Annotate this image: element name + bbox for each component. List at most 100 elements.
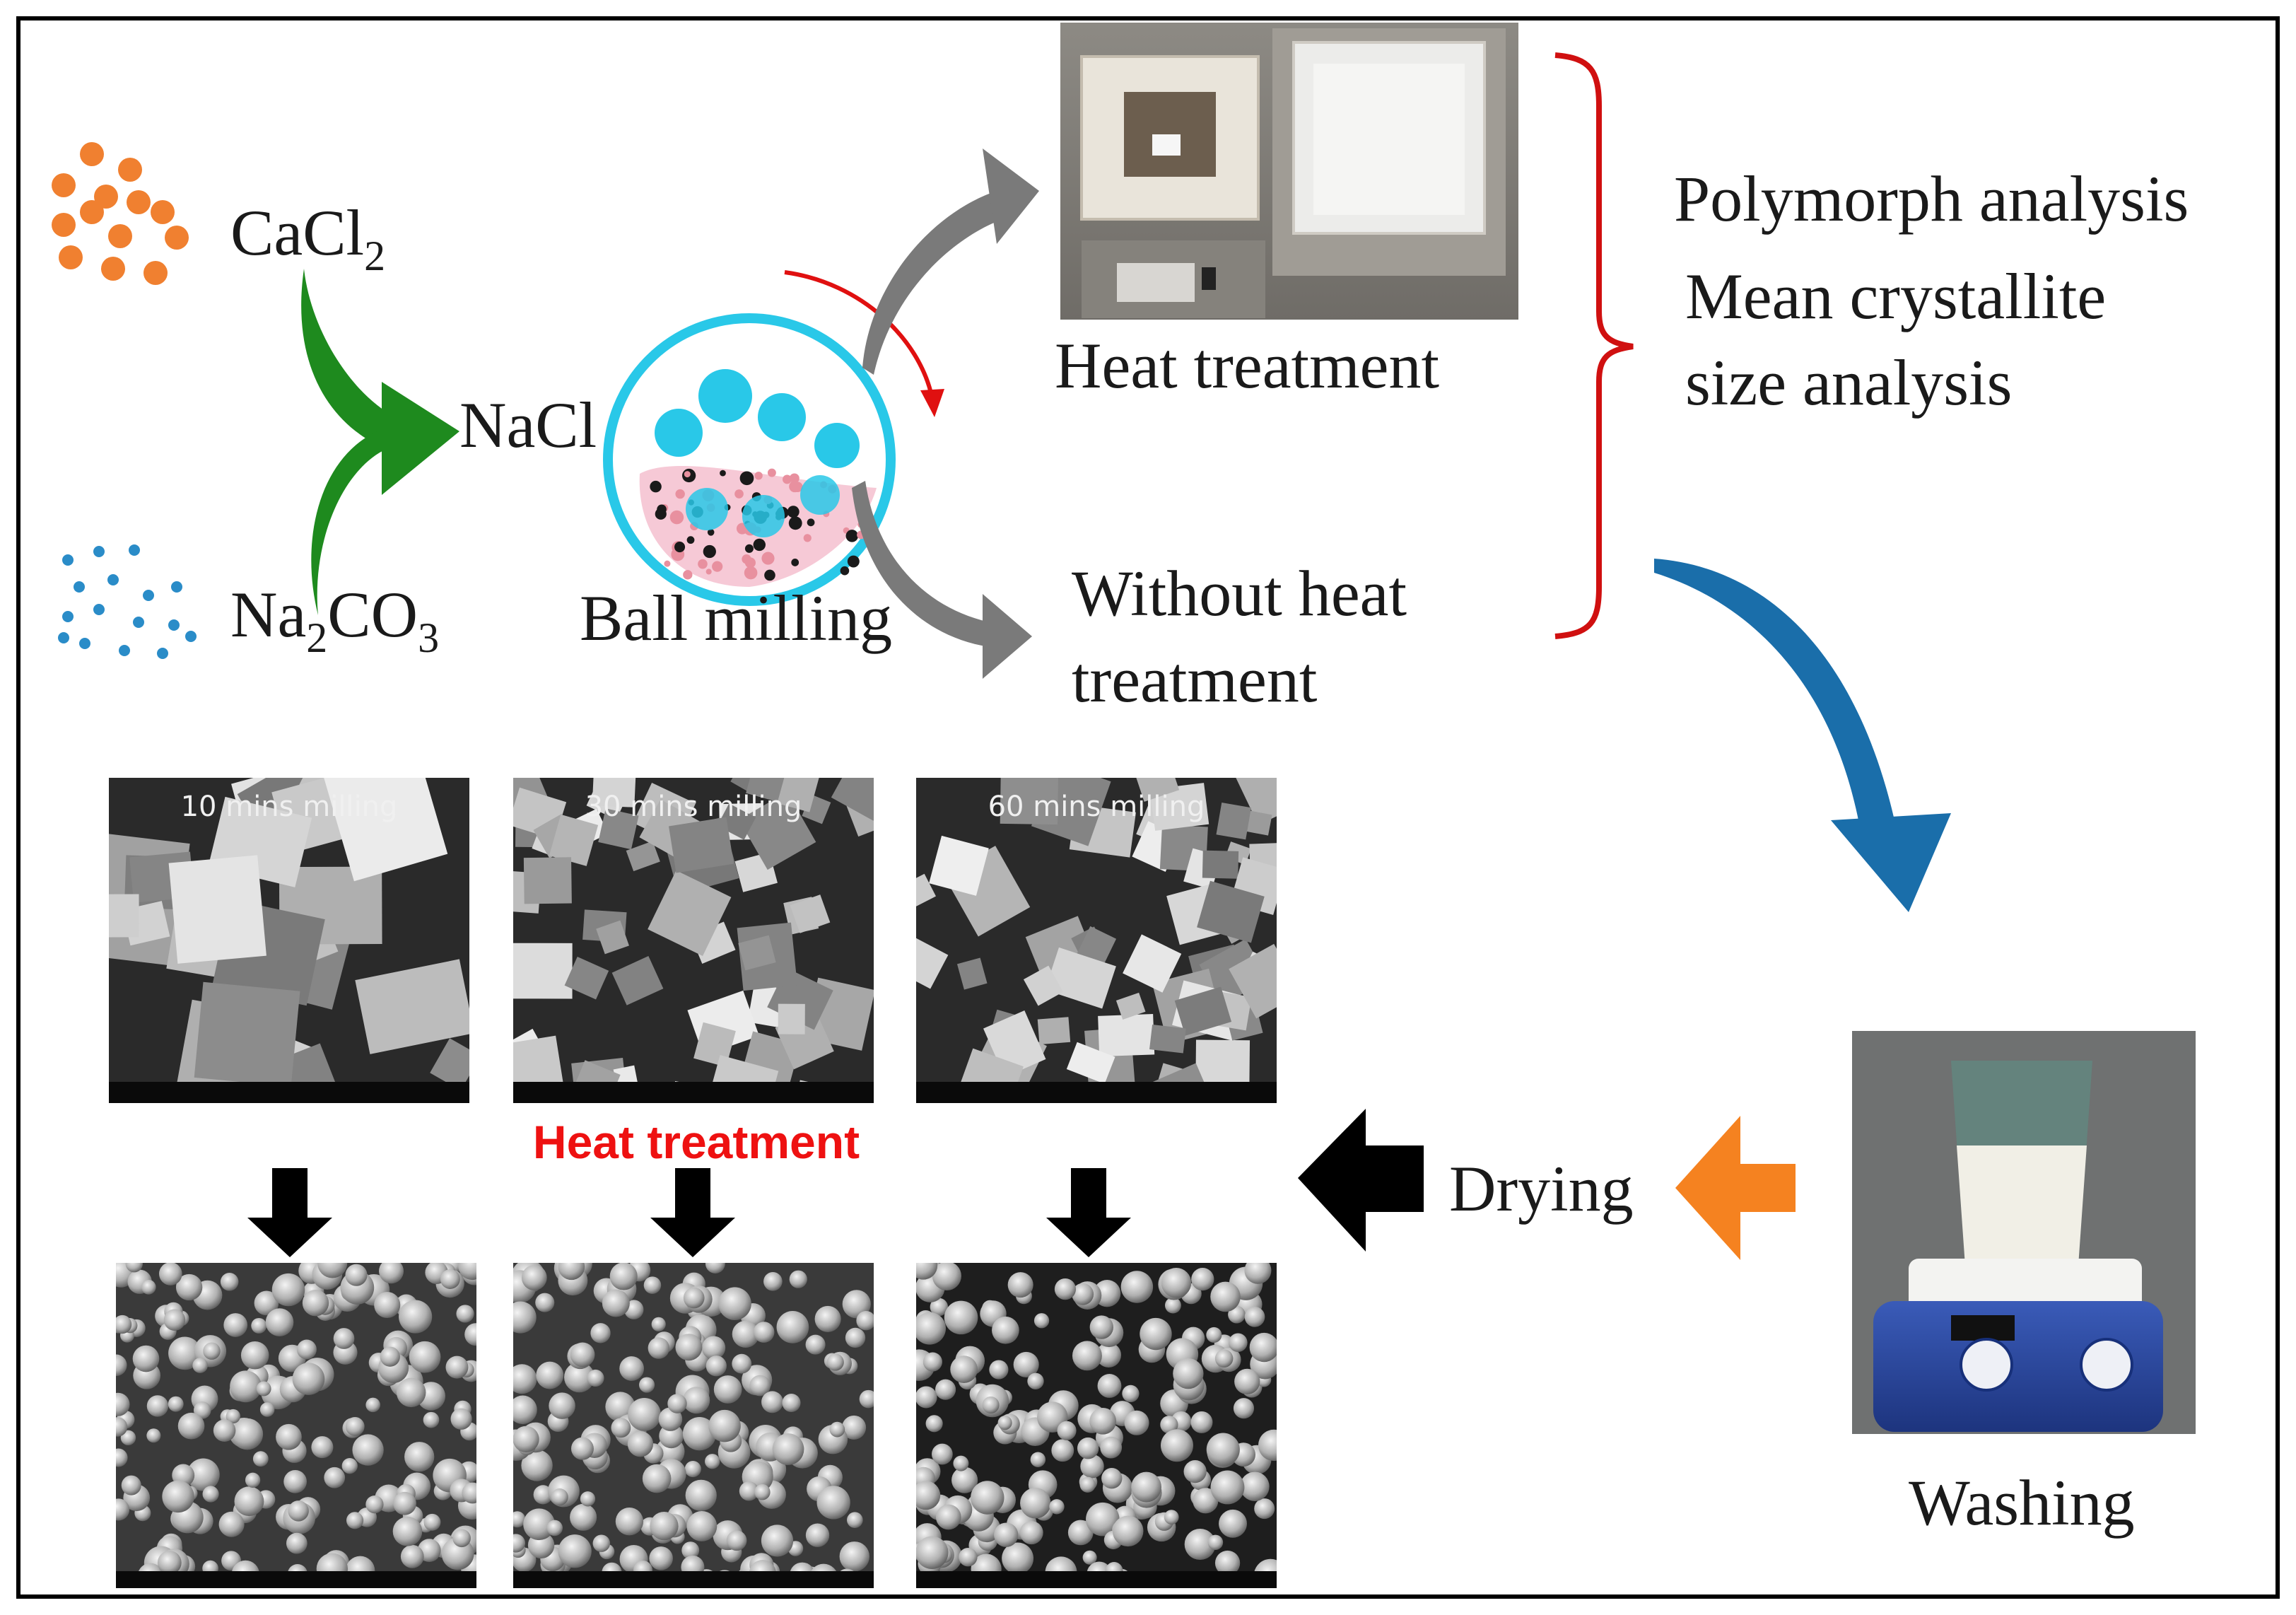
- sem-particle: [1122, 1384, 1140, 1403]
- mill-speck: [764, 569, 775, 581]
- sem-particle: [580, 1491, 596, 1507]
- mill-speck: [712, 561, 723, 572]
- sem-particle: [1206, 1327, 1222, 1343]
- sem-particle: [302, 1290, 329, 1317]
- sem-crystal: [1216, 803, 1251, 840]
- sem-particle: [959, 1547, 978, 1567]
- mill-speck: [675, 489, 685, 499]
- red-bracket: [1554, 52, 1634, 639]
- sem-particle: [1097, 1374, 1122, 1398]
- sem-particle: [994, 1522, 1019, 1547]
- sem-crystal: [1231, 778, 1277, 825]
- sem-particle: [732, 1320, 759, 1348]
- na2co3-particle: [62, 554, 74, 566]
- na2co3-particle: [74, 581, 85, 593]
- sem-particle: [157, 1551, 182, 1575]
- sem-particle: [254, 1290, 279, 1316]
- sem-particle: [749, 1375, 771, 1397]
- sem-particle: [935, 1379, 956, 1400]
- sem-particle: [175, 1273, 203, 1301]
- sem-particle: [256, 1381, 271, 1397]
- sem-particle: [916, 1481, 941, 1510]
- sem-particle: [259, 1402, 275, 1417]
- sem-crystal: [1174, 986, 1232, 1036]
- sem-particle: [782, 1393, 801, 1413]
- sem-crystal: [1229, 943, 1277, 1019]
- sem-particle: [1191, 1268, 1214, 1291]
- sem-particle: [116, 1392, 130, 1416]
- sem-particle: [445, 1355, 469, 1379]
- mill-speck: [669, 510, 684, 525]
- sem-top-60min-particles: [916, 778, 1277, 1103]
- sem-particle: [1077, 1437, 1099, 1459]
- sem-particle: [521, 1265, 547, 1290]
- sem-particle: [523, 1508, 555, 1541]
- sem-particle: [1193, 1488, 1219, 1514]
- sem-particle: [950, 1355, 978, 1383]
- mill-speck: [753, 538, 766, 552]
- sem-particle: [533, 1485, 553, 1505]
- sem-particle: [187, 1458, 220, 1491]
- sem-particle: [399, 1300, 433, 1334]
- cacl2-particle: [127, 190, 151, 214]
- sem-crystal: [790, 894, 831, 933]
- cacl2-particle: [52, 173, 76, 197]
- sem-particle: [324, 1467, 346, 1488]
- na2co3-particle: [157, 648, 168, 659]
- sem-crystal: [1202, 850, 1239, 879]
- sem-particle: [667, 1394, 687, 1413]
- sem-crystal: [1195, 1039, 1250, 1085]
- sem-particle: [513, 1425, 539, 1452]
- sem-particle: [814, 1305, 841, 1332]
- sem-particle: [450, 1408, 472, 1430]
- sem-particle: [1030, 1452, 1046, 1467]
- sem-particle: [753, 1322, 775, 1343]
- sem-particle: [231, 1418, 264, 1450]
- sem-particle: [220, 1273, 239, 1291]
- sem-particle: [619, 1356, 645, 1381]
- sem-particle: [701, 1336, 726, 1360]
- sem-particle: [404, 1442, 435, 1472]
- sem-particle: [935, 1504, 961, 1530]
- sem-particle: [684, 1460, 701, 1478]
- sem-particle: [713, 1375, 742, 1404]
- sem-particle: [944, 1300, 978, 1335]
- sem-particle: [141, 1279, 156, 1295]
- sem-particle: [1124, 1410, 1149, 1435]
- sem-crystal: [549, 814, 599, 866]
- sem-particle: [829, 1421, 845, 1438]
- na2co3-particle: [93, 604, 105, 615]
- sem-crystal: [739, 791, 816, 870]
- sem-particle: [296, 1339, 317, 1360]
- sem-crystal: [746, 778, 789, 803]
- sem-particle: [513, 1395, 537, 1425]
- mill-speck: [847, 555, 860, 568]
- sem-crystal: [1037, 1017, 1071, 1045]
- sem-particle: [365, 1495, 384, 1514]
- sem-particle: [409, 1341, 441, 1373]
- sem-particle: [1214, 1349, 1234, 1368]
- sem-particle: [1019, 1521, 1043, 1545]
- mill-speck: [705, 569, 712, 575]
- sem-particle: [1054, 1278, 1077, 1300]
- sem-particle: [292, 1363, 325, 1395]
- without-heat-line2: treatment: [1072, 643, 1318, 716]
- sem-particle: [163, 1309, 186, 1331]
- sem-particle: [1184, 1528, 1216, 1561]
- na2co3-particle: [129, 544, 140, 556]
- sem-particle: [1051, 1439, 1074, 1462]
- sem-particle: [452, 1529, 471, 1548]
- sem-crystal: [777, 778, 821, 812]
- sem-particle: [551, 1488, 568, 1506]
- sem-particle: [605, 1392, 636, 1422]
- mill-speck: [754, 472, 763, 480]
- sem-particle: [1007, 1272, 1033, 1298]
- sem-particle: [602, 1289, 630, 1317]
- down-arrow-10min: [247, 1168, 332, 1257]
- sem-crystal: [611, 956, 664, 1005]
- sem-particle: [992, 1316, 1019, 1344]
- sem-particle: [739, 1481, 759, 1501]
- sem-particle: [761, 1524, 794, 1557]
- sem-particle: [177, 1412, 205, 1440]
- sem-particle: [916, 1536, 949, 1569]
